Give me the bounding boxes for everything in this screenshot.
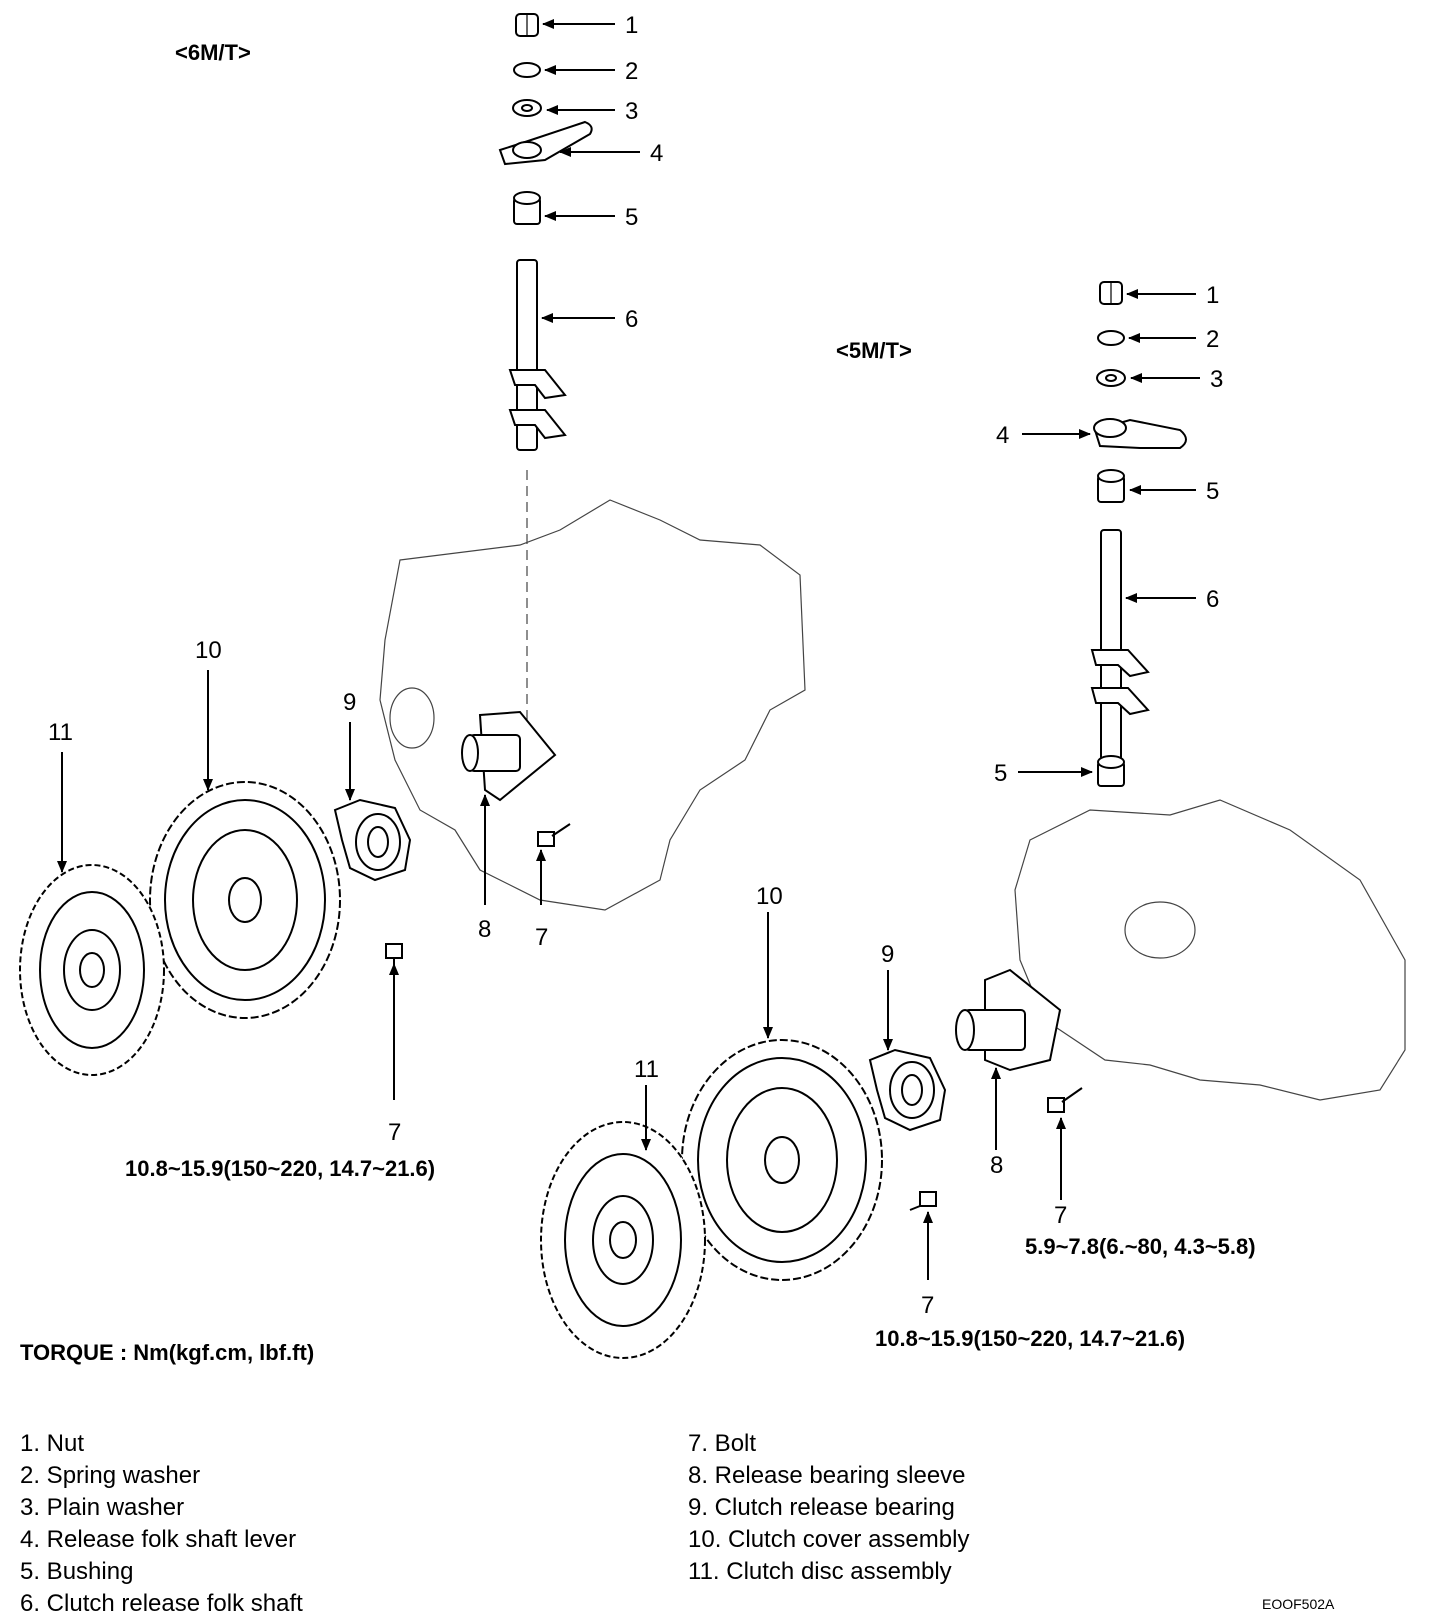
callout-5-6mt: 5 [625,204,638,231]
legend-item: 10. Clutch cover assembly [688,1526,970,1553]
transmission-housing-5mt [1014,799,1406,1101]
figure-code: EOOF502A [1262,1596,1335,1612]
fork-lever-5mt [1093,418,1187,449]
release-bearing-sleeve-6mt [461,710,557,802]
callout-8-5mt: 8 [990,1152,1003,1179]
housing-opening-6mt [389,687,435,749]
legend-item: 3. Plain washer [20,1494,185,1521]
torque-unit-note: TORQUE : Nm(kgf.cm, lbf.ft) [20,1340,315,1365]
callout-3-6mt: 3 [625,98,638,125]
bushing-lower-5mt [1097,755,1125,787]
callout-4-5mt: 4 [996,422,1009,449]
legend-item: 7. Bolt [688,1430,757,1457]
callout-5b-5mt: 5 [994,760,1007,787]
callout-10-5mt: 10 [756,883,783,910]
callout-1-5mt: 1 [1206,282,1219,309]
bushing-6mt [513,191,541,225]
torque-spec-5mt: 10.8~15.9(150~220, 14.7~21.6) [875,1326,1185,1351]
release-bearing-sleeve-5mt [955,968,1062,1072]
transmission-housing-6mt [379,499,806,911]
callout-7-6mt: 7 [535,924,548,951]
clutch-release-bearing-5mt [868,1048,947,1132]
parts-legend-left: 1. Nut 2. Spring washer 3. Plain washer … [20,1428,303,1620]
spring-washer-6mt [513,62,541,78]
callout-2-5mt: 2 [1206,326,1219,353]
legend-item: 9. Clutch release bearing [688,1494,955,1521]
callout-lines-6mt [57,19,640,1100]
callout-8-6mt: 8 [478,916,491,943]
callout-3-5mt: 3 [1210,366,1223,393]
callout-11-5mt: 11 [634,1056,659,1083]
callout-7-5mt: 7 [1054,1202,1067,1229]
bolt-lower-5mt [909,1191,937,1211]
parts-legend-right: 7. Bolt 8. Release bearing sleeve 9. Clu… [688,1428,969,1588]
clutch-disc-6mt [19,864,165,1076]
callout-11-6mt: 11 [48,719,73,746]
spring-washer-5mt [1097,330,1125,346]
callout-9-6mt: 9 [343,689,356,716]
fork-shaft-6mt [508,259,567,451]
torque-spec-5mt-sleeve: 5.9~7.8(6.~80, 4.3~5.8) [1025,1234,1256,1259]
callout-10-6mt: 10 [195,637,222,664]
callout-5-5mt: 5 [1206,478,1219,505]
fork-lever-6mt [498,120,593,166]
callout-9-5mt: 9 [881,941,894,968]
clutch-cover-5mt [681,1039,883,1281]
callout-6-5mt: 6 [1206,586,1219,613]
legend-item: 8. Release bearing sleeve [688,1462,966,1489]
clutch-cover-6mt [149,781,341,1019]
callout-4-6mt: 4 [650,140,663,167]
variant-label-6mt: <6M/T> [175,40,251,65]
torque-spec-6mt: 10.8~15.9(150~220, 14.7~21.6) [125,1156,435,1181]
callout-7b-5mt: 7 [921,1292,934,1319]
legend-item: 5. Bushing [20,1558,134,1585]
bolt-sleeve-5mt [1047,1087,1083,1113]
legend-item: 11. Clutch disc assembly [688,1558,952,1585]
nut-6mt [515,13,539,37]
callout-2-6mt: 2 [625,58,638,85]
housing-opening-5mt [1124,901,1196,959]
legend-item: 2. Spring washer [20,1462,201,1489]
variant-label-5mt: <5M/T> [836,338,912,363]
callout-6-6mt: 6 [625,306,638,333]
legend-item: 1. Nut [20,1430,85,1457]
bolt-housing-6mt [537,823,571,847]
plain-washer-5mt [1096,369,1126,387]
nut-5mt [1099,281,1123,305]
plain-washer-6mt [512,99,542,117]
callout-7b-6mt: 7 [388,1119,401,1146]
callout-lines-5mt [641,289,1200,1280]
fork-shaft-5mt [1090,529,1150,761]
clutch-disc-5mt [540,1121,706,1359]
legend-item: 4. Release folk shaft lever [20,1526,297,1553]
callout-1-6mt: 1 [625,12,638,39]
bushing-5mt [1097,469,1125,503]
legend-item: 6. Clutch release folk shaft [20,1590,303,1617]
clutch-release-bearing-6mt [333,798,412,882]
